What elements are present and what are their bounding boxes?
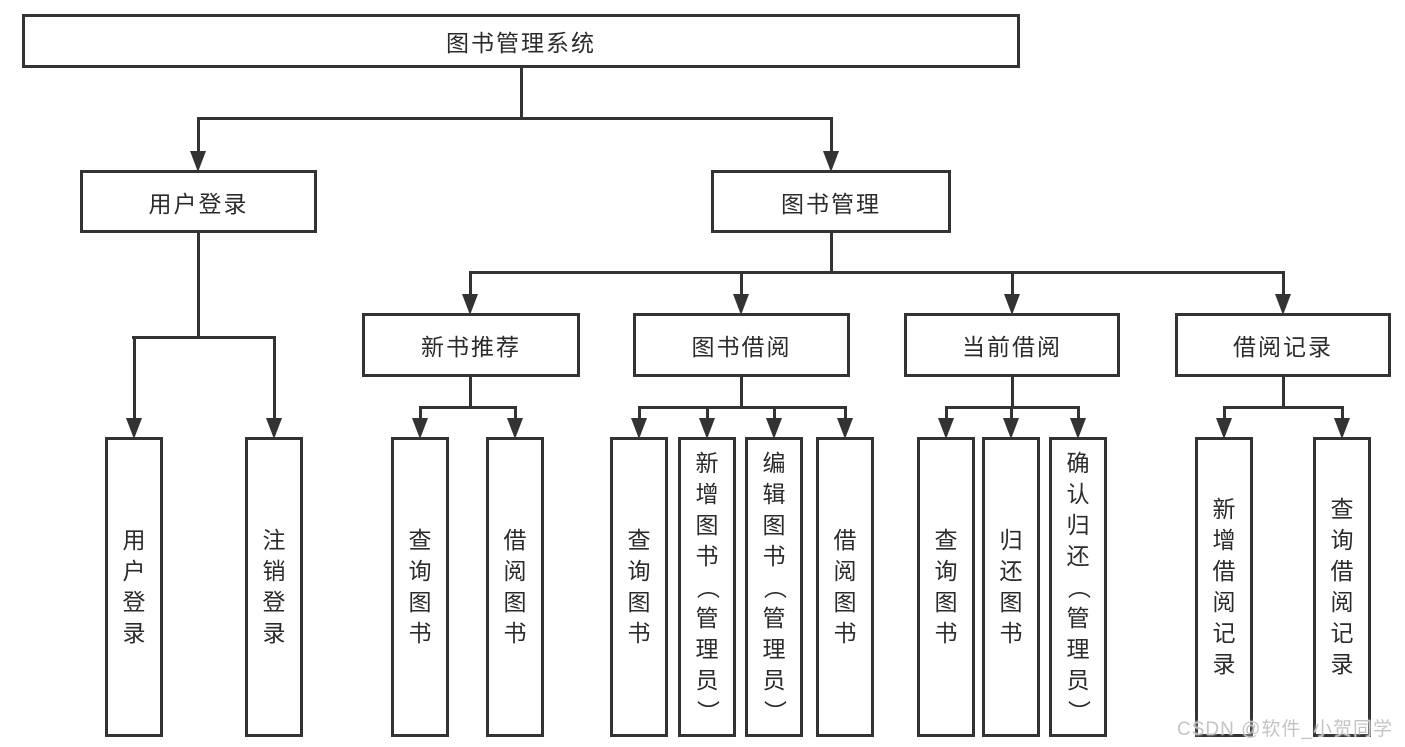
node-leaf-user-login: 用户登录 bbox=[105, 437, 163, 737]
node-label: 图书借阅 bbox=[691, 334, 792, 360]
arrowhead-icon bbox=[938, 418, 954, 439]
arrowhead-icon bbox=[733, 294, 749, 315]
node-leaf-add-books-admin: 新增图书（管理员） bbox=[678, 437, 736, 737]
node-label: 注销登录 bbox=[262, 527, 286, 646]
connector-line bbox=[1223, 406, 1226, 421]
node-book-borrowing: 图书借阅 bbox=[633, 313, 850, 377]
node-label: 用户登录 bbox=[122, 527, 146, 646]
arrowhead-icon bbox=[462, 294, 478, 315]
connector-line bbox=[197, 231, 200, 338]
connector-line bbox=[133, 336, 136, 422]
connector-line bbox=[520, 66, 523, 119]
connector-line bbox=[469, 271, 472, 296]
node-leaf-borrow-books: 借阅图书 bbox=[816, 437, 874, 737]
node-label: 新书推荐 bbox=[421, 334, 521, 360]
connector-line bbox=[740, 375, 743, 408]
arrowhead-icon bbox=[1004, 294, 1020, 315]
node-label: 查询图书 bbox=[934, 527, 958, 646]
node-current-borrowing: 当前借阅 bbox=[904, 313, 1120, 377]
connector-line bbox=[1010, 406, 1013, 421]
arrowhead-icon bbox=[823, 151, 839, 172]
node-label: 查询图书 bbox=[627, 527, 651, 646]
node-label: 确认归还（管理员） bbox=[1065, 449, 1092, 723]
node-library-management-system: 图书管理系统 bbox=[22, 14, 1020, 68]
node-label: 用户登录 bbox=[148, 190, 249, 217]
connector-line bbox=[773, 406, 776, 421]
node-leaf-query-books: 查询图书 bbox=[610, 437, 668, 737]
connector-line bbox=[638, 406, 641, 421]
connector-line bbox=[1223, 406, 1344, 409]
connector-line bbox=[830, 231, 833, 273]
connector-line bbox=[706, 406, 709, 421]
connector-line bbox=[945, 406, 948, 421]
connector-line bbox=[1282, 271, 1285, 296]
node-label: 借阅图书 bbox=[503, 527, 527, 646]
node-leaf-return-books: 归还图书 bbox=[982, 437, 1040, 737]
node-leaf-query-books: 查询图书 bbox=[917, 437, 975, 737]
connector-line bbox=[469, 375, 472, 408]
node-label: 编辑图书（管理员） bbox=[761, 449, 788, 723]
arrowhead-icon bbox=[1003, 418, 1019, 439]
connector-line bbox=[132, 336, 276, 339]
connector-line bbox=[844, 406, 847, 421]
arrowhead-icon bbox=[126, 418, 142, 439]
arrowhead-icon bbox=[1070, 418, 1086, 439]
connector-line bbox=[419, 406, 517, 409]
arrowhead-icon bbox=[631, 418, 647, 439]
arrowhead-icon bbox=[266, 418, 282, 439]
connector-line bbox=[273, 336, 276, 422]
node-label: 归还图书 bbox=[999, 527, 1023, 646]
node-leaf-confirm-return-admin: 确认归还（管理员） bbox=[1049, 437, 1107, 737]
arrowhead-icon bbox=[412, 418, 428, 439]
node-label: 查询借阅记录 bbox=[1330, 496, 1354, 677]
node-label: 图书管理 bbox=[781, 190, 881, 217]
arrowhead-icon bbox=[1275, 294, 1291, 315]
node-label: 查询图书 bbox=[408, 527, 432, 646]
arrowhead-icon bbox=[1216, 418, 1232, 439]
arrowhead-icon bbox=[766, 418, 782, 439]
node-label: 新增图书（管理员） bbox=[694, 449, 721, 723]
connector-line bbox=[1011, 271, 1014, 296]
node-leaf-edit-books-admin: 编辑图书（管理员） bbox=[745, 437, 803, 737]
node-leaf-borrow-books: 借阅图书 bbox=[486, 437, 544, 737]
connector-line bbox=[830, 117, 833, 155]
node-label: 图书管理系统 bbox=[446, 30, 596, 56]
arrowhead-icon bbox=[837, 418, 853, 439]
connector-line bbox=[514, 406, 517, 421]
node-label: 借阅图书 bbox=[833, 527, 857, 646]
node-user-login: 用户登录 bbox=[80, 170, 317, 233]
node-leaf-query-books: 查询图书 bbox=[391, 437, 449, 737]
node-leaf-query-borrow-record: 查询借阅记录 bbox=[1313, 437, 1371, 737]
node-new-book-recommend: 新书推荐 bbox=[362, 313, 580, 377]
connector-line bbox=[197, 117, 200, 155]
node-label: 当前借阅 bbox=[962, 334, 1062, 360]
node-borrow-records: 借阅记录 bbox=[1175, 313, 1391, 377]
connector-line bbox=[1282, 375, 1285, 408]
arrowhead-icon bbox=[1334, 418, 1350, 439]
node-leaf-logout: 注销登录 bbox=[245, 437, 303, 737]
connector-line bbox=[1011, 375, 1014, 408]
connector-line bbox=[469, 271, 1285, 274]
connector-line bbox=[638, 406, 847, 409]
connector-line bbox=[197, 117, 833, 120]
connector-line bbox=[419, 406, 422, 421]
connector-line bbox=[1341, 406, 1344, 421]
connector-line bbox=[1077, 406, 1080, 421]
arrowhead-icon bbox=[507, 418, 523, 439]
csdn-watermark: CSDN @软件_小贺同学 bbox=[1177, 719, 1393, 740]
arrowhead-icon bbox=[699, 418, 715, 439]
node-label: 借阅记录 bbox=[1233, 334, 1333, 360]
arrowhead-icon bbox=[190, 151, 206, 172]
connector-line bbox=[740, 271, 743, 296]
node-book-management: 图书管理 bbox=[711, 170, 951, 233]
node-label: 新增借阅记录 bbox=[1212, 496, 1236, 677]
node-leaf-add-borrow-record: 新增借阅记录 bbox=[1195, 437, 1253, 737]
